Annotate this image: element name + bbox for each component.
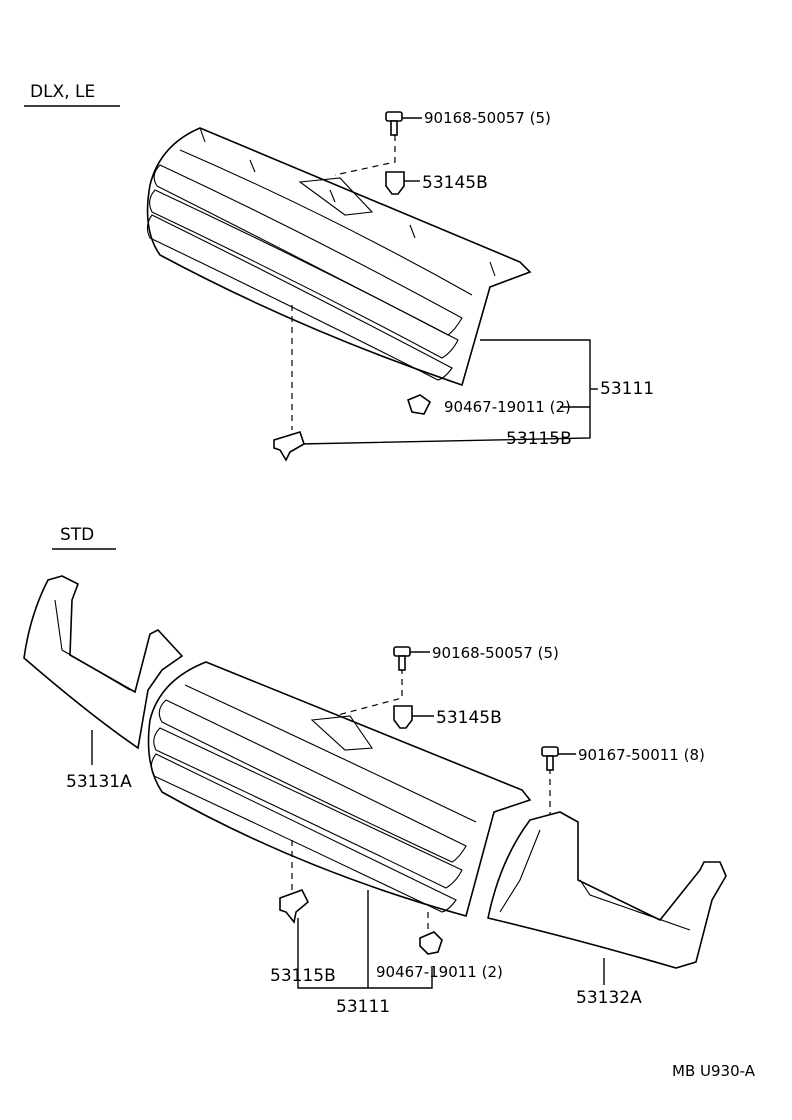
dlx-section: DLX, LE 90168-50057 (5) [24, 82, 654, 462]
dlx-clip-side-label: 90467-19011 (2) [444, 398, 571, 416]
dlx-clip-side-part [407, 394, 432, 415]
std-clip-side-part [419, 931, 443, 955]
dlx-clip-top-part [385, 171, 420, 195]
dlx-section-title: DLX, LE [30, 82, 95, 102]
dlx-clip-top-label: 53145B [422, 173, 488, 193]
dlx-grille-drawing [146, 127, 532, 387]
dlx-screw-label: 90168-50057 (5) [424, 109, 551, 127]
std-clip-side-label: 90467-19011 (2) [376, 963, 503, 981]
std-grille-label: 53111 [336, 997, 390, 1017]
std-screw-label: 90168-50057 (5) [432, 644, 559, 662]
dlx-bracket-label: 53115B [506, 429, 572, 449]
std-bracket-part [279, 889, 309, 924]
std-filler-left-drawing [23, 575, 184, 750]
diagram-code: MB U930-A [672, 1062, 756, 1080]
std-screw-part [393, 646, 430, 671]
std-filler-right-label: 53132A [576, 988, 642, 1008]
dlx-grille-label: 53111 [600, 379, 654, 399]
std-filler-left-label: 53131A [66, 772, 132, 792]
std-clip-top-part [393, 705, 434, 729]
std-filler-right-drawing [487, 811, 727, 969]
std-grille-drawing [147, 661, 532, 917]
std-screw-right-part [541, 746, 576, 771]
dlx-screw-part [385, 111, 422, 136]
std-section-title: STD [60, 525, 94, 545]
dlx-bracket-part [273, 431, 305, 462]
std-section: STD 53131A 90168 [23, 525, 727, 1017]
std-screw-right-label: 90167-50011 (8) [578, 746, 705, 764]
std-clip-top-label: 53145B [436, 708, 502, 728]
std-bracket-label: 53115B [270, 966, 336, 986]
